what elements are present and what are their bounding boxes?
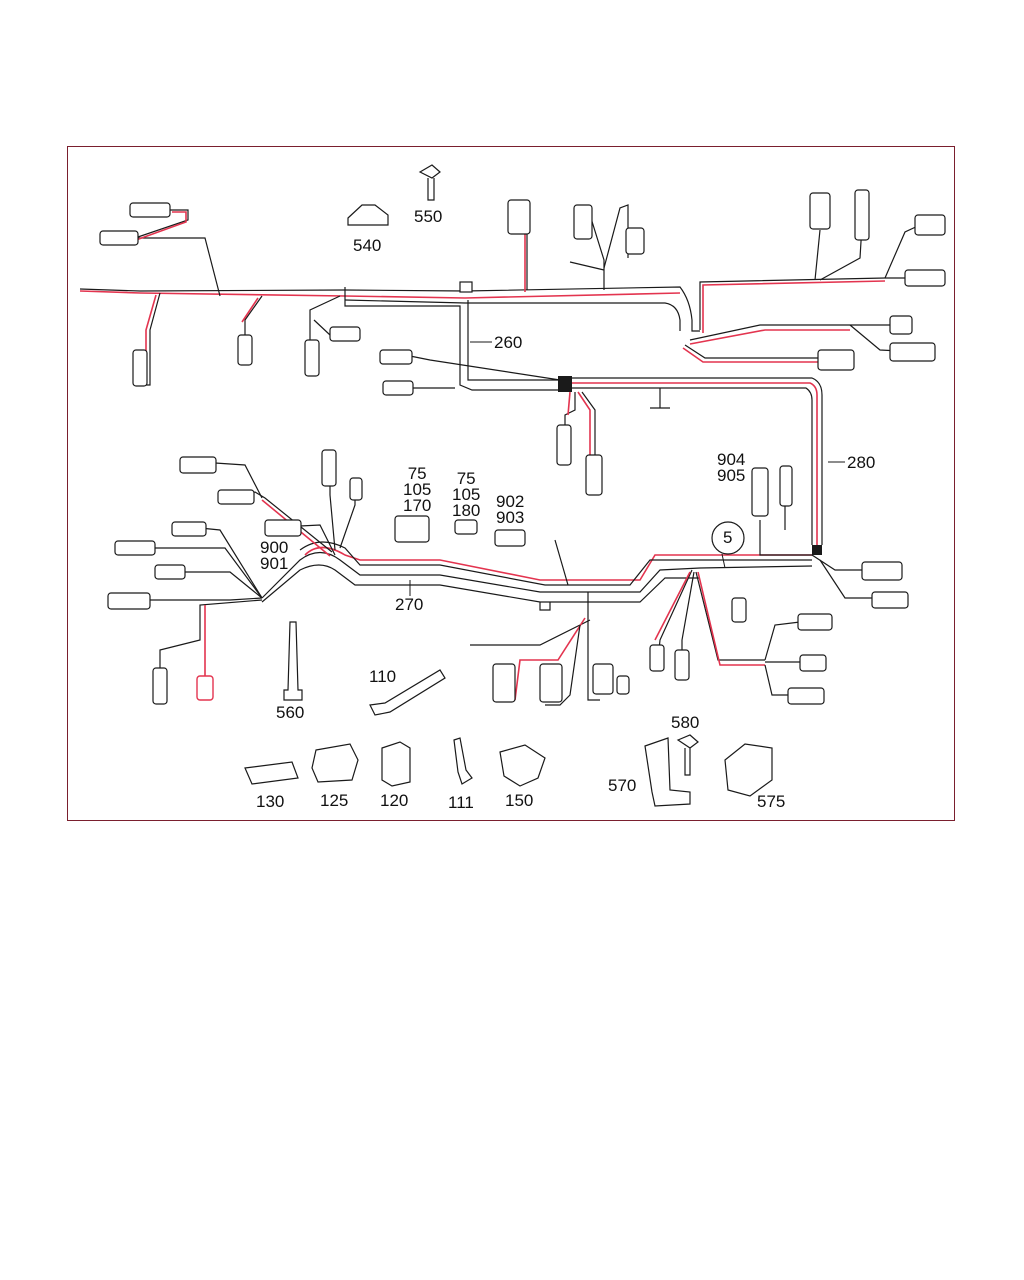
callout-270: 270 (395, 595, 424, 614)
stack-right-1: 105 (452, 485, 481, 504)
clamp-150 (499, 744, 546, 787)
bolt-550 (418, 164, 441, 201)
hardware-parts (244, 164, 773, 807)
callout-550: 550 (414, 207, 443, 226)
callout-stack-904-905: 904 905 (717, 450, 746, 485)
bracket-570 (644, 737, 691, 807)
callout-580: 580 (671, 713, 700, 732)
stack-right-0: 75 (456, 469, 476, 488)
callout-540: 540 (353, 236, 382, 255)
retainer-111 (453, 737, 473, 785)
callout-120: 120 (380, 791, 409, 810)
callout-560: 560 (276, 703, 305, 722)
callout-stack-900-901: 900 901 (260, 538, 289, 573)
stack-left-1: 105 (403, 480, 432, 499)
callout-stack-right: 75 105 180 (452, 469, 481, 520)
callout-stack-902-903: 902 903 (496, 492, 525, 527)
clip-130 (244, 761, 299, 785)
callout-130: 130 (256, 792, 285, 811)
holder-125 (311, 743, 359, 783)
callout-900: 900 (260, 538, 289, 557)
screw-560 (283, 621, 303, 701)
callout-905: 905 (717, 466, 746, 485)
stack-left-0: 75 (407, 464, 427, 483)
callout-5: 5 (723, 528, 733, 547)
callout-150: 150 (505, 791, 534, 810)
callout-903: 903 (496, 508, 525, 527)
callout-570: 570 (608, 776, 637, 795)
bolt-580 (676, 734, 699, 776)
callout-280: 280 (847, 453, 876, 472)
clip-540 (347, 204, 389, 226)
callout-575: 575 (757, 792, 786, 811)
callout-901: 901 (260, 554, 289, 573)
callout-902: 902 (496, 492, 525, 511)
stack-right-2: 180 (452, 501, 481, 520)
bracket-120 (381, 741, 411, 787)
callout-111: 111 (448, 793, 474, 812)
callout-stack-left: 75 105 170 (403, 464, 432, 515)
connectors (99, 189, 946, 705)
callout-125: 125 (320, 791, 349, 810)
callout-circle-5 (711, 521, 745, 555)
diagram-frame (67, 146, 955, 821)
cable-tie-110 (369, 669, 446, 716)
callout-260: 260 (494, 333, 523, 352)
callout-904: 904 (717, 450, 746, 469)
leader-lines (409, 341, 845, 596)
callout-110: 110 (369, 667, 397, 686)
bracket-575 (724, 743, 773, 797)
stack-left-2: 170 (403, 496, 432, 515)
